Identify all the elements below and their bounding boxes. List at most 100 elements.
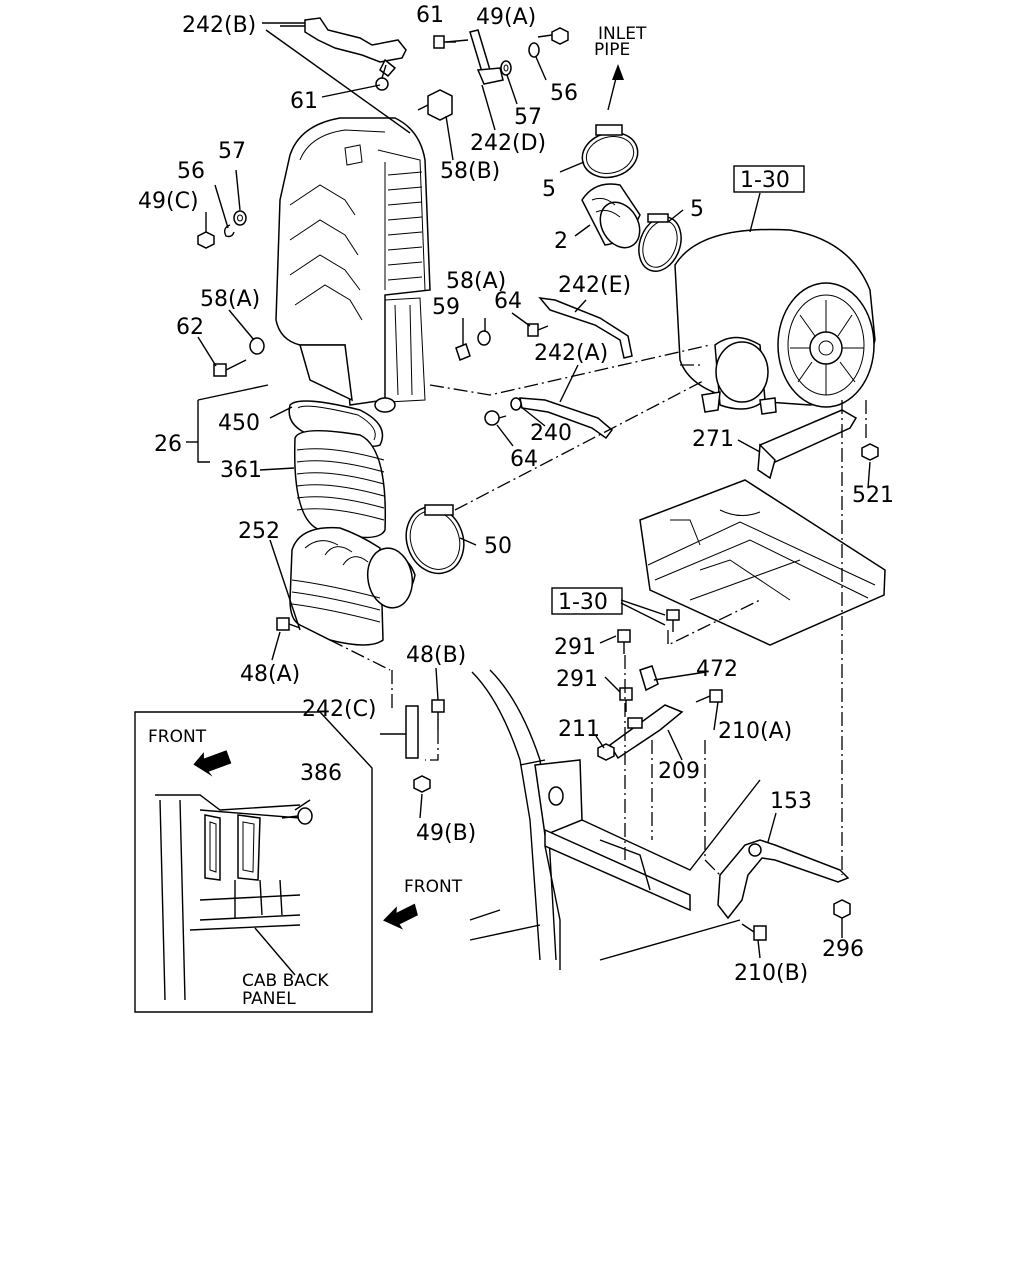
label-252: 252 bbox=[238, 519, 280, 544]
label-361: 361 bbox=[220, 458, 262, 483]
label-front-main: FRONT bbox=[404, 877, 463, 897]
nut-521 bbox=[861, 443, 879, 461]
washer-57a bbox=[500, 60, 512, 76]
label-64-low: 64 bbox=[510, 447, 538, 472]
bracket-242c bbox=[405, 705, 419, 759]
label-49c: 49(C) bbox=[138, 189, 199, 214]
label-61-mid: 61 bbox=[290, 89, 318, 114]
label-inlet: INLET bbox=[598, 24, 647, 44]
bolt-61-bottom bbox=[375, 64, 389, 91]
washer-56a bbox=[528, 42, 540, 58]
front-arrow-main-icon bbox=[383, 903, 418, 930]
clamp-50 bbox=[405, 504, 465, 575]
bolt-64-low bbox=[484, 410, 507, 426]
clip-472 bbox=[639, 665, 659, 692]
callout-box-130-top bbox=[733, 165, 805, 193]
label-64-mid: 64 bbox=[494, 289, 522, 314]
spacer-59 bbox=[455, 343, 471, 361]
label-57-top: 57 bbox=[514, 105, 542, 130]
label-5-right: 5 bbox=[690, 197, 704, 222]
bracket-271 bbox=[757, 409, 858, 480]
label-48b: 48(B) bbox=[406, 643, 466, 668]
bolt-210a bbox=[695, 689, 723, 703]
part-labels: 242(B) 61 49(A) INLET PIPE 61 56 57 242(… bbox=[138, 3, 894, 1009]
label-48a: 48(A) bbox=[240, 662, 300, 687]
inset-panel bbox=[134, 711, 373, 1013]
lower-duct-252 bbox=[289, 526, 416, 646]
bolt-64-mid bbox=[527, 323, 549, 337]
bracket-209 bbox=[608, 704, 684, 760]
clamp-5-right bbox=[638, 213, 682, 272]
nut-49c bbox=[197, 231, 215, 249]
label-291-low: 291 bbox=[556, 667, 598, 692]
bolt-130 bbox=[666, 609, 680, 632]
label-5-upper: 5 bbox=[542, 177, 556, 202]
bracket-242b bbox=[304, 17, 407, 78]
label-271: 271 bbox=[692, 427, 734, 452]
label-472: 472 bbox=[696, 657, 738, 682]
label-242c: 242(C) bbox=[302, 697, 377, 722]
clamp-5-upper bbox=[581, 124, 639, 179]
front-arrow-inset-icon bbox=[193, 750, 232, 777]
label-210a: 210(A) bbox=[718, 719, 792, 744]
label-56-top: 56 bbox=[550, 81, 578, 106]
label-panel: PANEL bbox=[242, 989, 296, 1009]
center-lines bbox=[329, 344, 867, 876]
element-361 bbox=[293, 429, 387, 539]
nut-211 bbox=[597, 743, 615, 761]
label-59: 59 bbox=[432, 295, 460, 320]
label-58a-left: 58(A) bbox=[200, 287, 260, 312]
bolt-291-low bbox=[619, 687, 633, 712]
bolt-291-top bbox=[617, 629, 631, 654]
cab-frame bbox=[469, 669, 761, 970]
mount-58a-left bbox=[249, 337, 265, 355]
bracket-242d bbox=[469, 29, 504, 85]
label-50: 50 bbox=[484, 534, 512, 559]
label-58a-mid: 58(A) bbox=[446, 269, 506, 294]
label-210b: 210(B) bbox=[734, 961, 808, 986]
washer-57b bbox=[233, 210, 247, 226]
label-240: 240 bbox=[530, 421, 572, 446]
label-521: 521 bbox=[852, 483, 894, 508]
label-58b: 58(B) bbox=[440, 159, 500, 184]
label-pipe: PIPE bbox=[594, 40, 630, 60]
label-cab-back: CAB BACK bbox=[242, 971, 329, 991]
label-57-left: 57 bbox=[218, 139, 246, 164]
clip-56b bbox=[223, 224, 235, 238]
label-56-left: 56 bbox=[177, 159, 205, 184]
leader-lines bbox=[186, 22, 871, 959]
label-386: 386 bbox=[300, 761, 342, 786]
frame-bracket-130 bbox=[639, 479, 886, 646]
screw-386 bbox=[281, 807, 313, 825]
label-62: 62 bbox=[176, 315, 204, 340]
label-49a: 49(A) bbox=[476, 5, 536, 30]
nut-49a bbox=[551, 27, 569, 45]
bracket-242a bbox=[519, 397, 614, 440]
label-front-inset: FRONT bbox=[148, 727, 207, 747]
label-242b: 242(B) bbox=[182, 13, 256, 38]
air-duct-housing bbox=[275, 117, 431, 413]
label-291-top: 291 bbox=[554, 635, 596, 660]
label-130-mid: 1-30 bbox=[558, 590, 608, 615]
label-211: 211 bbox=[558, 717, 600, 742]
nut-296 bbox=[833, 899, 851, 919]
mount-58a-mid bbox=[477, 330, 491, 346]
washer-240 bbox=[510, 397, 522, 411]
label-153: 153 bbox=[770, 789, 812, 814]
label-26: 26 bbox=[154, 432, 182, 457]
air-cleaner bbox=[674, 228, 876, 415]
bolt-48a bbox=[276, 617, 301, 631]
label-242e: 242(E) bbox=[558, 273, 631, 298]
mount-58b bbox=[417, 89, 453, 121]
callout-box-130-mid bbox=[551, 587, 623, 615]
label-130-top: 1-30 bbox=[740, 168, 790, 193]
label-450: 450 bbox=[218, 411, 260, 436]
label-209: 209 bbox=[658, 759, 700, 784]
label-2: 2 bbox=[554, 229, 568, 254]
bolt-48b bbox=[431, 699, 445, 730]
bolt-62 bbox=[213, 359, 247, 377]
label-242a: 242(A) bbox=[534, 341, 608, 366]
bracket-153 bbox=[717, 839, 850, 920]
label-296: 296 bbox=[822, 937, 864, 962]
